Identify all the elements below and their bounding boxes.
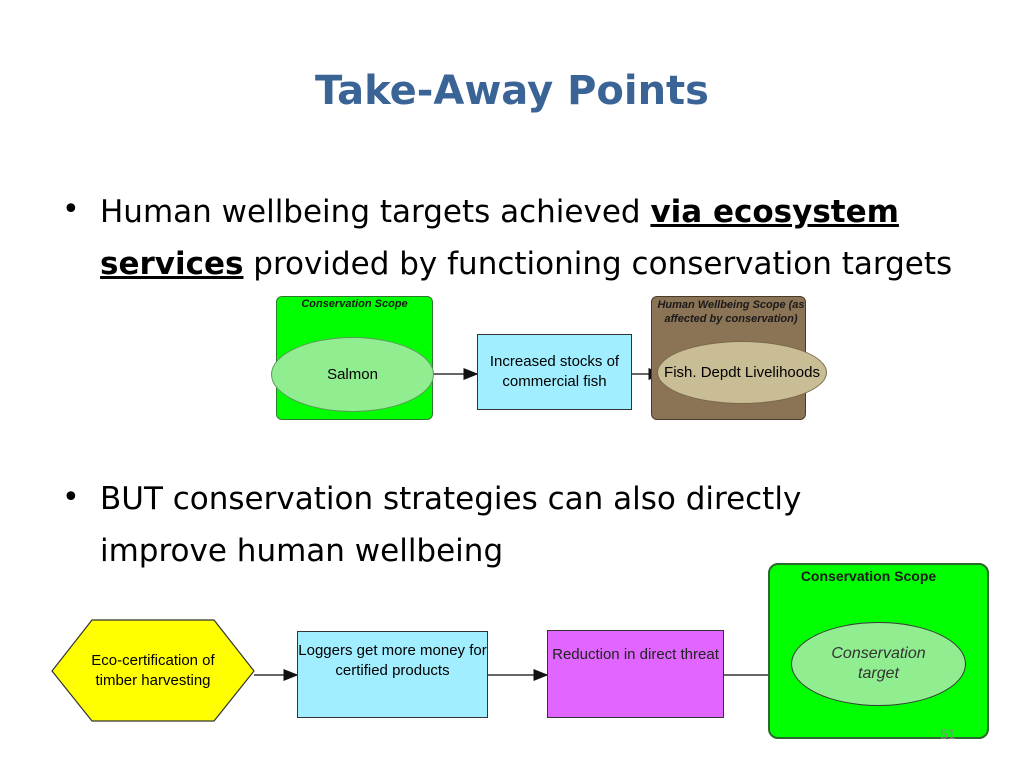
bullet-1-text: Human wellbeing targets achieved via eco… xyxy=(100,186,980,290)
page-number: 51 xyxy=(940,726,956,742)
result-label: Loggers get more money for certified pro… xyxy=(298,642,487,679)
service-label: Increased stocks of commercial fish xyxy=(489,353,620,390)
conservation-target-label: Conservation target xyxy=(831,645,926,682)
conservation-target-ellipse: Conservation target xyxy=(791,622,966,706)
bullet-2-text: BUT conservation strategies can also dir… xyxy=(100,481,802,569)
slide-title: Take-Away Points xyxy=(315,68,709,114)
bullet-1-part-a: Human wellbeing targets achieved xyxy=(100,194,651,230)
livelihoods-ellipse: Fish. Depdt Livelihoods xyxy=(657,341,827,404)
human-wellbeing-scope-label: Human Wellbeing Scope (as affected by co… xyxy=(657,299,805,325)
service-box: Increased stocks of commercial fish xyxy=(477,334,632,410)
threat-reduction-box: Reduction in direct threat xyxy=(547,630,724,718)
bullet-dot: • xyxy=(62,480,80,515)
strategy-label: Eco-certification of timber harvesting xyxy=(91,652,215,689)
salmon-ellipse: Salmon xyxy=(271,337,434,412)
result-box: Loggers get more money for certified pro… xyxy=(297,631,488,718)
strategy-label-wrap: Eco-certification of timber harvesting xyxy=(88,622,218,720)
bullet-dot: • xyxy=(62,192,80,227)
conservation-scope-label-bottom: Conservation Scope xyxy=(800,568,937,584)
conservation-scope-label: Conservation Scope xyxy=(301,298,408,310)
bullet-1-part-b: provided by functioning conservation tar… xyxy=(243,246,953,282)
threat-reduction-label: Reduction in direct threat xyxy=(552,646,719,663)
bullet-1-emphasis: via ecosystem services xyxy=(100,194,899,282)
livelihoods-label: Fish. Depdt Livelihoods xyxy=(664,363,820,381)
salmon-label: Salmon xyxy=(327,365,378,383)
